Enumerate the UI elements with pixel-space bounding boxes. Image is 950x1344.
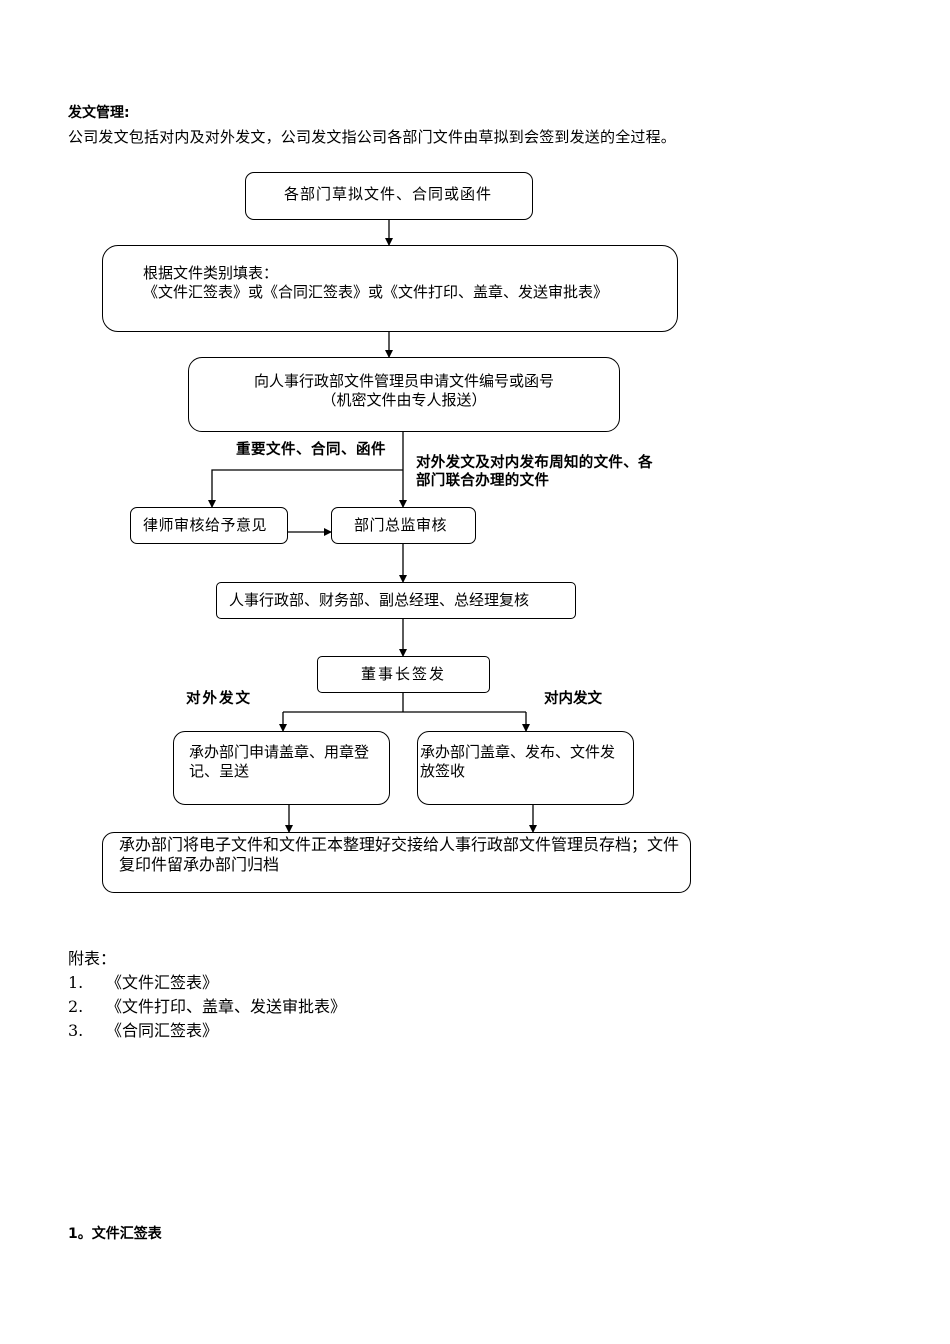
step-director-review: 部门总监审核 — [331, 507, 476, 544]
appendix-item: 3. 《合同汇签表》 — [68, 1019, 346, 1043]
label-external-dispatch: 对外发文 — [186, 691, 252, 707]
appendix-item-num: 1. — [68, 973, 84, 992]
step-external-seal: 承办部门申请盖章、用章登记、呈送 — [173, 731, 390, 805]
intro-text: 公司发文包括对内及对外发文，公司发文指公司各部门文件由草拟到会签到发送的全过程。 — [68, 128, 677, 146]
appendix-title: 附表： — [68, 949, 117, 968]
step-chairman-sign: 董事长签发 — [317, 656, 490, 693]
label-external-notice: 对外发文及对内发布周知的文件、各部门联合办理的文件 — [416, 455, 653, 489]
appendix-item-text: 《合同汇签表》 — [106, 1021, 219, 1040]
appendix-item: 2. 《文件打印、盖章、发送审批表》 — [68, 995, 346, 1019]
step-fill-form-line2: 《文件汇签表》或《合同汇签表》或《文件打印、盖章、发送审批表》 — [143, 283, 609, 301]
appendix-item-text: 《文件汇签表》 — [106, 973, 219, 992]
step-lawyer-review: 律师审核给予意见 — [130, 507, 288, 544]
step-archive: 承办部门将电子文件和文件正本整理好交接给人事行政部文件管理员存档；文件复印件留承… — [102, 832, 691, 893]
step-draft: 各部门草拟文件、合同或函件 — [245, 172, 533, 220]
appendix-item-num: 2. — [68, 997, 84, 1016]
section-title: 1。文件汇签表 — [68, 1226, 162, 1242]
step-fill-form-line1: 根据文件类别填表： — [143, 264, 279, 282]
step-multi-review: 人事行政部、财务部、副总经理、总经理复核 — [216, 582, 576, 619]
appendix-item: 1. 《文件汇签表》 — [68, 971, 346, 995]
page-heading: 发文管理: — [68, 105, 130, 121]
label-internal-dispatch: 对内发文 — [544, 691, 602, 707]
step-apply-number-line2: （机密文件由专人报送） — [321, 391, 487, 409]
appendix-list: 1. 《文件汇签表》 2. 《文件打印、盖章、发送审批表》 3. 《合同汇签表》 — [68, 971, 346, 1043]
label-important-docs: 重要文件、合同、函件 — [236, 442, 386, 458]
step-apply-number: 向人事行政部文件管理员申请文件编号或函号 （机密文件由专人报送） — [188, 357, 620, 432]
step-internal-seal: 承办部门盖章、发布、文件发放签收 — [417, 731, 634, 805]
appendix-item-text: 《文件打印、盖章、发送审批表》 — [106, 997, 347, 1016]
appendix-item-num: 3. — [68, 1021, 84, 1040]
arrow-3-lawyer — [208, 469, 403, 508]
step-fill-form: 根据文件类别填表： 《文件汇签表》或《合同汇签表》或《文件打印、盖章、发送审批表… — [102, 245, 678, 332]
step-apply-number-line1: 向人事行政部文件管理员申请文件编号或函号 — [253, 372, 554, 390]
